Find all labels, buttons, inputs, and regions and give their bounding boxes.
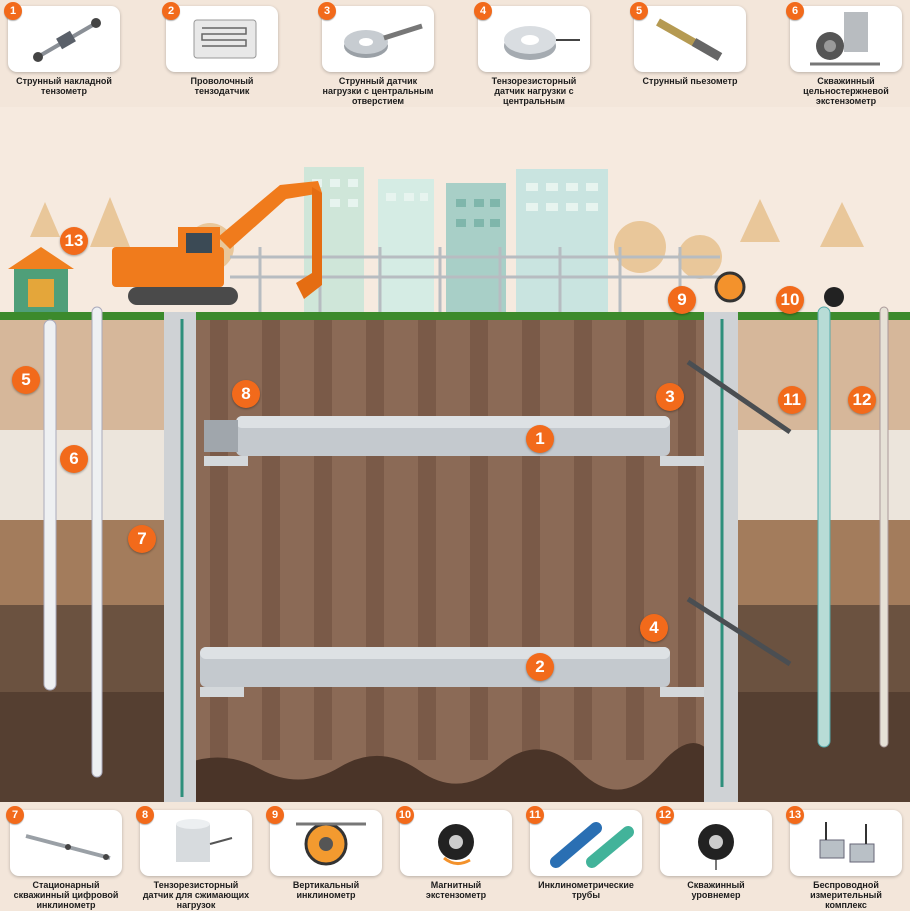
- in-place-inclinometer-icon: [10, 810, 122, 876]
- legend-card-10[interactable]: 10 Магнитный экстензометр: [396, 806, 512, 900]
- magnetic-extensometer-icon: [400, 810, 512, 876]
- scene-marker-13[interactable]: 13: [60, 227, 88, 255]
- vw-load-cell-icon: [322, 6, 434, 72]
- scene-marker-3[interactable]: 3: [656, 383, 684, 411]
- legend-label: Проволочный тензодатчик: [190, 76, 254, 96]
- scene-marker-7[interactable]: 7: [128, 525, 156, 553]
- construction-scene: 13 5 6 7 8 1 2 3 4 9 10 11 12: [0, 107, 910, 802]
- legend-number-badge: 13: [786, 806, 804, 824]
- legend-card-5[interactable]: 5 Струнный пьезометр: [630, 2, 746, 86]
- legend-card-7[interactable]: 7 Стационарный скважинный цифровой инкли…: [6, 806, 122, 910]
- city-buildings: [304, 167, 608, 312]
- vertical-inclinometer-icon: [270, 810, 382, 876]
- legend-number-badge: 9: [266, 806, 284, 824]
- legend-card-1[interactable]: 1 Струнный накладной тензометр: [4, 2, 120, 96]
- compression-load-cell-icon: [140, 810, 252, 876]
- magnetic-extensometer-borehole: [817, 306, 831, 748]
- scene-marker-1[interactable]: 1: [526, 425, 554, 453]
- scene-marker-8[interactable]: 8: [232, 380, 260, 408]
- piezometer-icon: [634, 6, 746, 72]
- legend-label: Стационарный скважинный цифровой инклино…: [13, 880, 119, 910]
- legend-number-badge: 10: [396, 806, 414, 824]
- water-level-borehole: [879, 306, 889, 748]
- legend-number-badge: 5: [630, 2, 648, 20]
- inclinometer-reel: [714, 271, 746, 303]
- legend-card-11[interactable]: 11 Инклинометрические трубы: [526, 806, 642, 900]
- legend-number-badge: 11: [526, 806, 544, 824]
- legend-label: Струнный пьезометр: [642, 76, 738, 86]
- legend-label: Беспроводной измерительный комплекс: [810, 880, 882, 910]
- legend-number-badge: 12: [656, 806, 674, 824]
- upper-ground-anchor: [686, 359, 792, 435]
- extensometer-borehole: [91, 306, 103, 778]
- legend-card-13[interactable]: 13 Беспроводной измерительный комплекс: [786, 806, 902, 910]
- inclinometer-casing-icon: [530, 810, 642, 876]
- legend-card-12[interactable]: 12 Скважинный уровнемер: [656, 806, 772, 900]
- rod-extensometer-icon: [790, 6, 902, 72]
- scene-marker-9[interactable]: 9: [668, 286, 696, 314]
- grass-surface: [0, 312, 910, 320]
- scene-marker-6[interactable]: 6: [60, 445, 88, 473]
- legend-label: Скважинный цельностержневой экстензометр: [803, 76, 889, 106]
- wireless-system-icon: [790, 810, 902, 876]
- upper-strut: [204, 416, 704, 466]
- legend-number-badge: 1: [4, 2, 22, 20]
- scene-marker-11[interactable]: 11: [778, 386, 806, 414]
- scene-marker-2[interactable]: 2: [526, 653, 554, 681]
- left-retaining-wall: [164, 312, 196, 802]
- legend-label: Магнитный экстензометр: [425, 880, 487, 900]
- legend-label: Инклинометрические трубы: [538, 880, 634, 900]
- top-legend-band: 1 Струнный накладной тензометр 2 Проволо…: [0, 0, 910, 116]
- vibrating-wire-strain-gauge-icon: [8, 6, 120, 72]
- lower-ground-anchor: [686, 596, 792, 667]
- legend-card-9[interactable]: 9 Вертикальный инклинометр: [266, 806, 382, 900]
- legend-card-6[interactable]: 6 Скважинный цельностержневой экстензоме…: [786, 2, 902, 106]
- legend-card-2[interactable]: 2 Проволочный тензодатчик: [162, 2, 278, 96]
- legend-number-badge: 2: [162, 2, 180, 20]
- legend-number-badge: 4: [474, 2, 492, 20]
- legend-label: Струнный накладной тензометр: [16, 76, 112, 96]
- legend-card-4[interactable]: 4 Тензорезисторный датчик нагрузки с цен…: [474, 2, 590, 116]
- legend-number-badge: 3: [318, 2, 336, 20]
- guard-house: [8, 247, 74, 312]
- extensometer-reel: [824, 287, 844, 307]
- piezometer-borehole: [43, 319, 57, 691]
- water-level-meter-icon: [660, 810, 772, 876]
- scene-marker-10[interactable]: 10: [776, 286, 804, 314]
- lower-strut: [200, 647, 704, 697]
- scene-marker-4[interactable]: 4: [640, 614, 668, 642]
- bottom-legend-band: 7 Стационарный скважинный цифровой инкли…: [0, 802, 910, 911]
- legend-label: Вертикальный инклинометр: [292, 880, 360, 900]
- legend-number-badge: 7: [6, 806, 24, 824]
- resistive-load-cell-icon: [478, 6, 590, 72]
- legend-number-badge: 6: [786, 2, 804, 20]
- legend-label: Скважинный уровнемер: [687, 880, 745, 900]
- scene-marker-5[interactable]: 5: [12, 366, 40, 394]
- scene-marker-12[interactable]: 12: [848, 386, 876, 414]
- legend-label: Струнный датчик нагрузки с центральным о…: [322, 76, 434, 106]
- legend-card-3[interactable]: 3 Струнный датчик нагрузки с центральным…: [318, 2, 434, 106]
- legend-label: Тензорезисторный датчик для сжимающих на…: [142, 880, 250, 910]
- legend-number-badge: 8: [136, 806, 154, 824]
- wire-strain-gauge-icon: [166, 6, 278, 72]
- excavator: [112, 181, 322, 305]
- legend-card-8[interactable]: 8 Тензорезисторный датчик для сжимающих …: [136, 806, 252, 910]
